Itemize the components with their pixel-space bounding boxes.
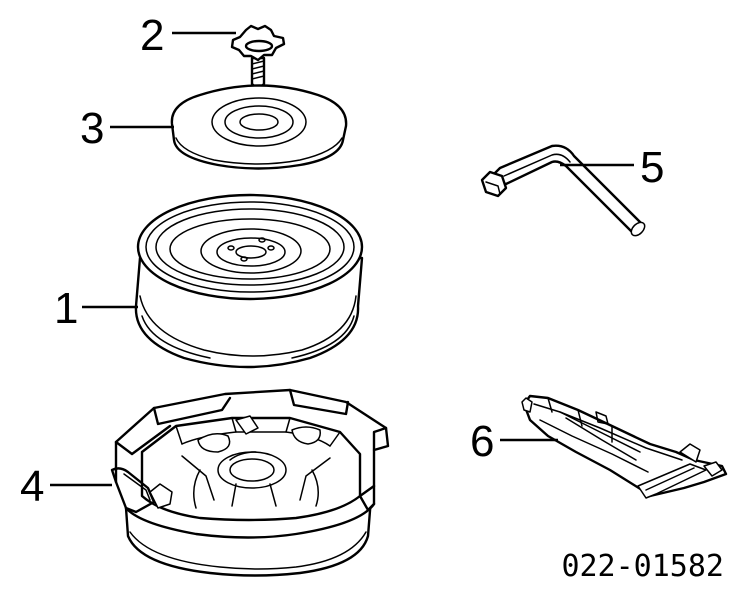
lug-wrench-part-5 <box>480 144 646 237</box>
hold-down-bolt-part-2 <box>230 24 286 89</box>
callout-2: 2 <box>140 11 164 60</box>
callout-4: 4 <box>20 462 44 511</box>
callout-5: 5 <box>640 143 664 192</box>
callout-1: 1 <box>54 284 78 333</box>
callout-6: 6 <box>470 417 494 466</box>
spare-wheel-part-1 <box>134 193 364 369</box>
diagram-code: 022-01582 <box>561 549 724 584</box>
cover-plate-part-3 <box>170 84 348 170</box>
callout-3: 3 <box>80 104 104 153</box>
tool-tray-part-4 <box>110 388 390 577</box>
jack-part-6 <box>521 394 728 499</box>
